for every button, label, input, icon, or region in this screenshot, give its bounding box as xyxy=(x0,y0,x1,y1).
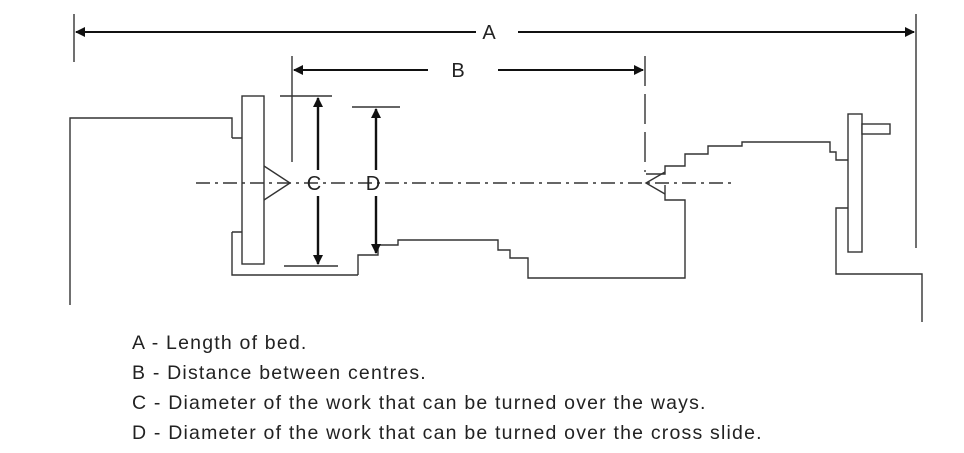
legend-item-a: A - Length of bed. xyxy=(132,332,308,354)
tailstock-outline xyxy=(646,141,848,175)
legend-item-c: C - Diameter of the work that can be tur… xyxy=(132,392,707,414)
legend-item-d: D - Diameter of the work that can be tur… xyxy=(132,422,763,444)
headstock-nose xyxy=(231,137,358,276)
carriage-profile xyxy=(357,185,686,279)
tailstock-handwheel-plate xyxy=(847,113,863,253)
headstock-chuck-flange xyxy=(241,95,265,265)
legend: A - Length of bed. B - Distance between … xyxy=(132,328,763,448)
dead-centre xyxy=(644,171,666,195)
dimension-b-label: B xyxy=(451,60,464,82)
dimension-c-label: C xyxy=(307,173,321,195)
dimension-a-label: A xyxy=(482,22,496,44)
tailstock-base xyxy=(835,207,923,322)
tailstock-spindle-stub xyxy=(861,123,891,135)
dimension-d-label: D xyxy=(366,173,380,195)
headstock-outline xyxy=(69,117,233,305)
legend-item-b: B - Distance between centres. xyxy=(132,362,427,384)
